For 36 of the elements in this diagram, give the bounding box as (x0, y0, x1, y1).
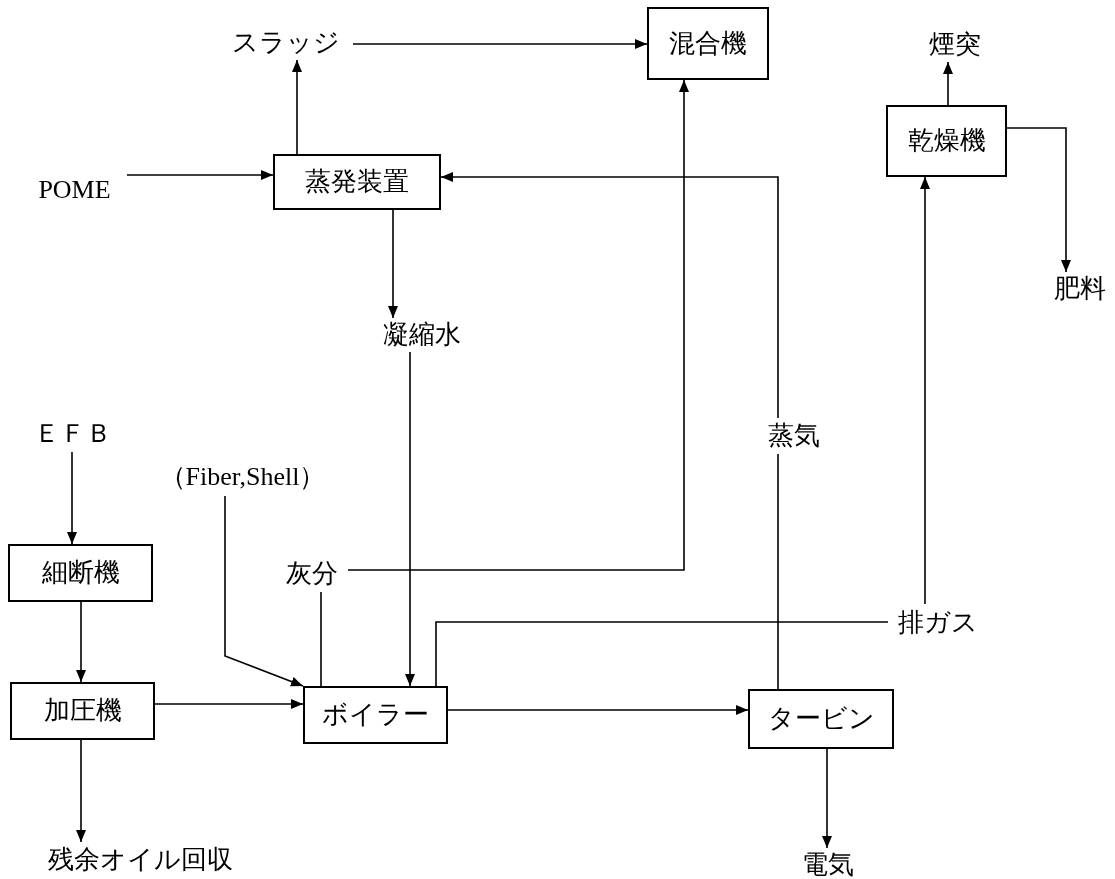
stream-label: 肥料 (1045, 272, 1115, 306)
stream-label: 灰分 (276, 556, 348, 592)
flow-arrow (126, 170, 274, 180)
flow-arrow (76, 739, 86, 843)
flow-arrow (154, 699, 304, 709)
flow-arrow (224, 495, 304, 687)
process-box: 蒸発装置 (273, 154, 441, 210)
stream-label: 凝縮水 (372, 318, 472, 352)
flow-arrow (388, 209, 398, 319)
flow-arrow (447, 705, 749, 715)
stream-label: ＥＦＢ (25, 416, 120, 452)
flow-arrow (292, 59, 302, 155)
flow-arrow (440, 172, 779, 419)
stream-label: 蒸気 (758, 418, 830, 454)
flow-arrow (76, 601, 86, 683)
flow-arrow (920, 176, 930, 605)
stream-label: スラッジ (218, 26, 353, 60)
flow-arrow (352, 39, 648, 49)
process-box: タービン (748, 689, 894, 749)
process-box: 乾燥機 (886, 105, 1007, 177)
flow-arrow (1006, 127, 1071, 273)
process-box: 加圧機 (10, 682, 155, 740)
stream-label: （Fiber,Shell） (140, 458, 345, 496)
flow-arrow (822, 748, 832, 849)
flow-arrow (67, 451, 77, 545)
stream-label: 排ガス (888, 604, 988, 642)
process-box: 混合機 (647, 7, 769, 80)
process-box: ボイラー (303, 686, 448, 744)
stream-label: 煙突 (915, 28, 995, 62)
stream-label: POME (22, 172, 127, 208)
flow-arrow (943, 61, 953, 106)
flow-arrow (347, 79, 689, 571)
stream-label: 残余オイル回収 (20, 842, 260, 878)
flow-arrow (405, 351, 415, 687)
process-box: 細断機 (8, 544, 153, 602)
stream-label: 電気 (792, 848, 864, 879)
